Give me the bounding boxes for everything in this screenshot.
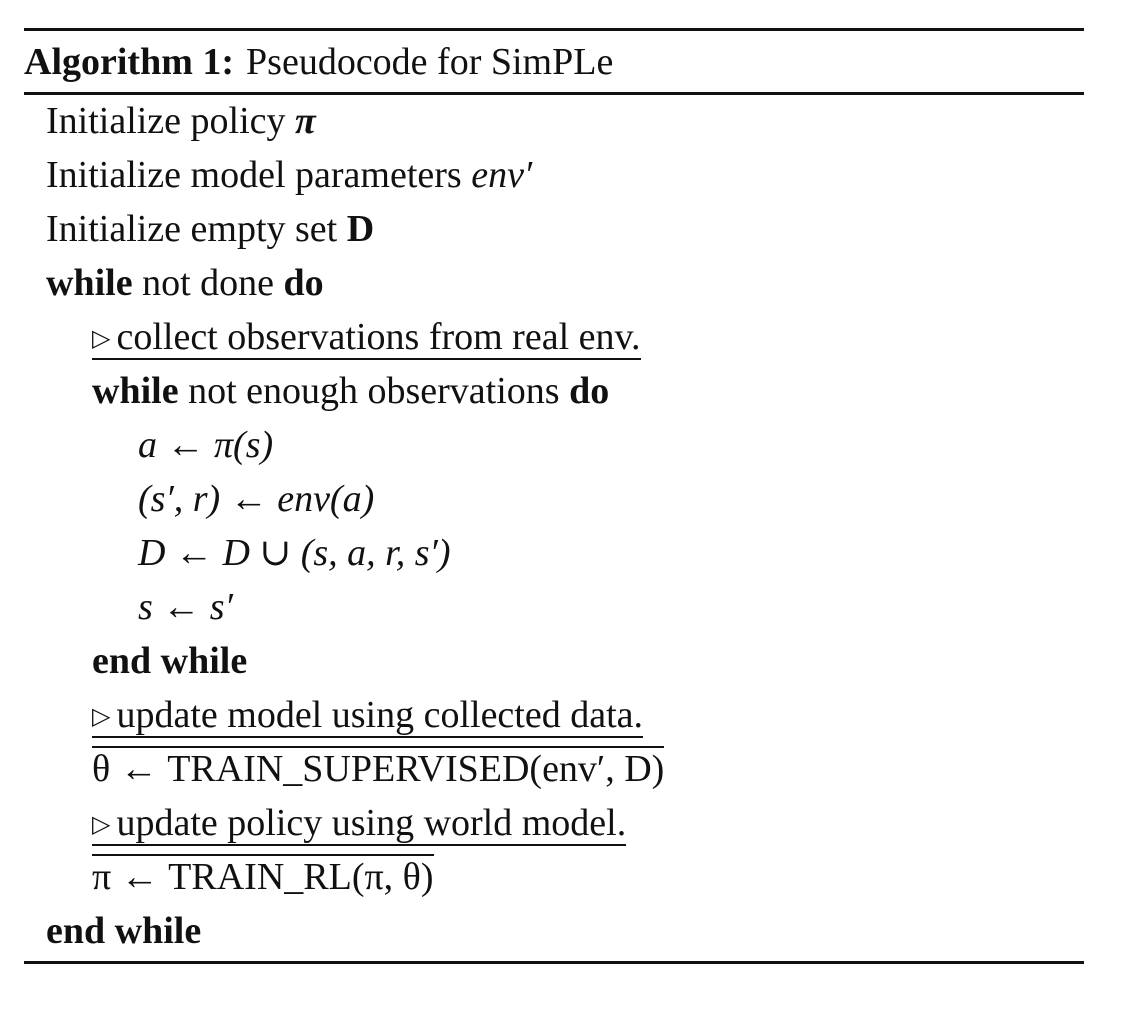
line-outer-while: while not done do xyxy=(46,256,324,310)
line-init-policy: Initialize policy π xyxy=(46,94,316,148)
train-rl-text: π ← TRAIN_RL(π, θ) xyxy=(92,854,434,898)
caption-label: Algorithm 1: xyxy=(24,40,235,83)
line-text: Initialize policy xyxy=(46,100,296,142)
comment-underline: ▷collect observations from real env. xyxy=(92,316,641,360)
keyword-while: while xyxy=(46,262,133,304)
keyword-do: do xyxy=(283,262,324,304)
line-text: not done xyxy=(132,262,284,304)
comment-text: collect observations from real env. xyxy=(116,316,641,358)
line-init-model: Initialize model parameters env′ xyxy=(46,148,532,202)
train-supervised-text: θ ← TRAIN_SUPERVISED(env′, D) xyxy=(92,746,665,790)
comment-update-model: ▷update model using collected data. xyxy=(92,688,644,742)
line-inner-while: while not enough observations do xyxy=(92,364,609,418)
line-step-env: (s′, r) ← env(a) xyxy=(138,478,375,520)
env-prime-symbol: env′ xyxy=(471,154,533,196)
caption-title: Pseudocode for SimPLe xyxy=(246,40,614,83)
algorithm-block: Algorithm 1: Pseudocode for SimPLe xyxy=(24,28,1084,95)
keyword-while: while xyxy=(92,370,179,412)
line-text: Initialize model parameters xyxy=(46,154,472,196)
comment-underline: ▷update policy using world model. xyxy=(92,802,627,846)
line-end-inner-while: end while xyxy=(92,640,248,682)
caption-rule xyxy=(24,92,1084,95)
line-text: Initialize empty set xyxy=(46,208,347,250)
line-train-supervised: θ ← TRAIN_SUPERVISED(env′, D) xyxy=(92,742,665,796)
top-rule xyxy=(24,28,1084,31)
line-append-data: D ← D ∪ (s, a, r, s′) xyxy=(138,532,451,574)
line-update-state: s ← s′ xyxy=(138,586,233,628)
triangle-icon: ▷ xyxy=(92,812,111,838)
comment-collect: ▷collect observations from real env. xyxy=(92,310,641,364)
keyword-do: do xyxy=(569,370,610,412)
comment-underline: ▷update model using collected data. xyxy=(92,694,644,738)
comment-text: update policy using world model. xyxy=(116,802,627,844)
set-d-symbol: D xyxy=(346,208,375,250)
triangle-icon: ▷ xyxy=(92,704,111,730)
algorithm-caption: Algorithm 1: Pseudocode for SimPLe xyxy=(24,31,1084,92)
line-init-set: Initialize empty set D xyxy=(46,202,374,256)
line-end-outer-while: end while xyxy=(46,910,202,952)
line-action: a ← π(s) xyxy=(138,424,274,466)
comment-update-policy: ▷update policy using world model. xyxy=(92,796,627,850)
pi-symbol: π xyxy=(295,100,316,142)
bottom-rule xyxy=(24,961,1084,964)
comment-text: update model using collected data. xyxy=(116,694,644,736)
line-text: not enough observations xyxy=(178,370,570,412)
line-train-rl: π ← TRAIN_RL(π, θ) xyxy=(92,850,434,904)
triangle-icon: ▷ xyxy=(92,326,111,352)
